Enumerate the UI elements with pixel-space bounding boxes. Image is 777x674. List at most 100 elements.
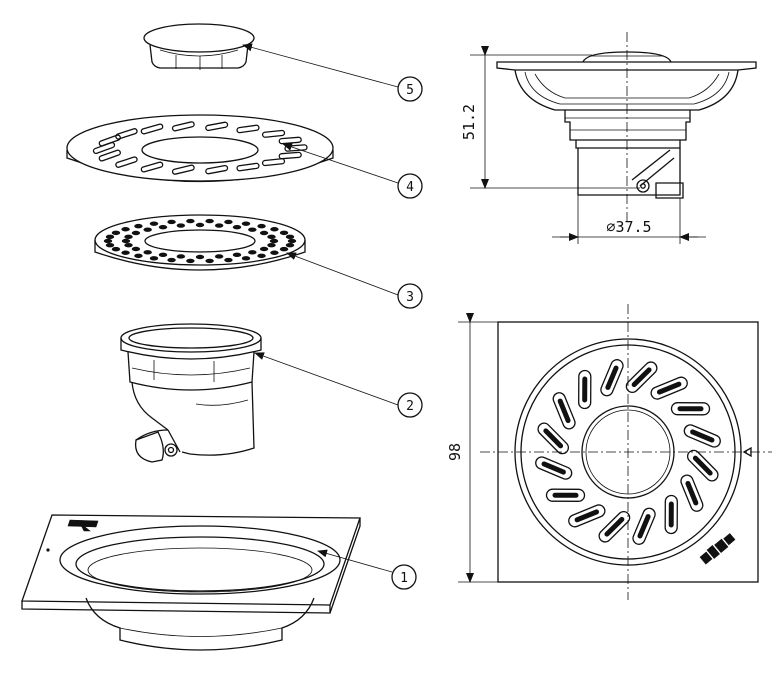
plan-slot-shade <box>668 501 674 528</box>
strainer-hole <box>195 254 205 260</box>
strainer-hole <box>287 238 297 244</box>
callout-leaders <box>242 43 399 573</box>
plan-slot <box>670 402 711 416</box>
part-2-trap <box>120 323 262 463</box>
callout-2-label: 2 <box>406 399 414 414</box>
strainer-hole <box>131 230 141 236</box>
strainer-hole <box>195 222 205 228</box>
strainer-hole <box>134 223 143 229</box>
plan-slot-shade <box>692 455 713 476</box>
grate-slot <box>115 128 138 140</box>
plan-slot-shade <box>631 367 652 388</box>
strainer-hole <box>121 238 131 244</box>
strainer-hole <box>149 256 159 261</box>
plan-slot-shade <box>690 429 715 443</box>
strainer-hole <box>267 234 276 240</box>
plan-slot <box>568 504 606 528</box>
strainer-hole <box>269 238 279 244</box>
plan-slot <box>686 449 719 482</box>
strainer-hole <box>279 230 289 236</box>
plan-slot <box>537 422 570 455</box>
grate-slot <box>98 149 121 162</box>
plan-slot <box>578 369 592 410</box>
strainer-hole <box>224 219 233 225</box>
strainer-hole <box>105 234 115 240</box>
grate-slot <box>278 136 302 145</box>
part-3-strainer <box>94 214 306 271</box>
plan-slot <box>664 494 678 535</box>
strainer-hole <box>158 252 168 258</box>
plan-slot <box>650 376 688 400</box>
strainer-hole <box>134 253 143 259</box>
strainer-hole <box>285 234 295 240</box>
strainer-hole <box>149 221 159 226</box>
grate-slot <box>236 162 260 172</box>
plan-slot <box>535 456 573 480</box>
grate-slot <box>140 161 164 173</box>
plan-slot-shade <box>685 480 699 506</box>
strainer-hole <box>267 242 276 248</box>
strainer-hole <box>224 257 233 263</box>
width-dimension-label: 98 <box>446 443 464 461</box>
plan-slot-shade <box>582 376 588 403</box>
brand-logo-mark <box>699 533 736 565</box>
strainer-hole <box>205 258 214 264</box>
grate-slot <box>171 164 195 175</box>
strainer-hole <box>186 258 195 264</box>
plan-slot-shade <box>552 492 579 498</box>
grate-slot <box>140 123 164 135</box>
strainer-hole <box>111 246 121 252</box>
callout-1: 1 <box>391 564 417 590</box>
strainer-hole <box>241 256 251 261</box>
plan-slot-shade <box>574 509 600 523</box>
strainer-hole <box>257 253 266 259</box>
grate-slot <box>171 121 195 132</box>
strainer-hole <box>241 221 251 226</box>
grate-slot <box>98 134 121 147</box>
strainer-hole <box>248 227 257 232</box>
plan-slot-shade <box>605 365 619 390</box>
strainer-hole <box>158 224 168 230</box>
plan-slot <box>625 361 658 394</box>
part-1-body <box>21 514 361 651</box>
strainer-hole <box>131 246 141 252</box>
height-dimension-label: 51.2 <box>460 104 478 140</box>
callout-3-label: 3 <box>406 290 414 305</box>
part-5-cap <box>143 23 255 70</box>
grate-slot <box>236 124 260 134</box>
plan-slot <box>683 424 721 448</box>
strainer-hole <box>285 242 295 248</box>
plan-slot-shade <box>677 406 704 412</box>
plan-slot-shade <box>604 516 625 537</box>
callout-5-label: 5 <box>406 83 414 98</box>
strainer-hole <box>257 223 266 229</box>
plan-slot <box>632 507 656 545</box>
strainer-hole <box>214 254 224 259</box>
diameter-dimension-label: ∅37.5 <box>606 218 651 236</box>
grate-slot <box>261 158 286 167</box>
strainer-hole <box>270 227 279 232</box>
strainer-hole <box>232 224 242 230</box>
strainer-hole <box>232 252 242 258</box>
strainer-hole <box>259 246 269 252</box>
strainer-hole <box>105 242 115 248</box>
callout-1-label: 1 <box>400 571 408 586</box>
plan-slot <box>600 359 624 397</box>
grate-slot <box>278 151 302 160</box>
plan-slot-shade <box>637 514 651 539</box>
plan-slot-shade <box>656 381 682 395</box>
strainer-hole <box>124 242 133 248</box>
strainer-hole <box>121 250 130 255</box>
callout-4: 4 <box>397 173 423 199</box>
strainer-hole <box>186 218 195 224</box>
plan-slot-shade <box>557 398 571 424</box>
plan-slot <box>598 510 631 543</box>
plan-slot-shade <box>541 461 566 475</box>
strainer-hole <box>103 238 113 244</box>
strainer-hole <box>167 219 176 225</box>
strainer-hole <box>143 250 152 255</box>
strainer-hole <box>167 257 176 263</box>
grate-slot <box>205 164 229 175</box>
